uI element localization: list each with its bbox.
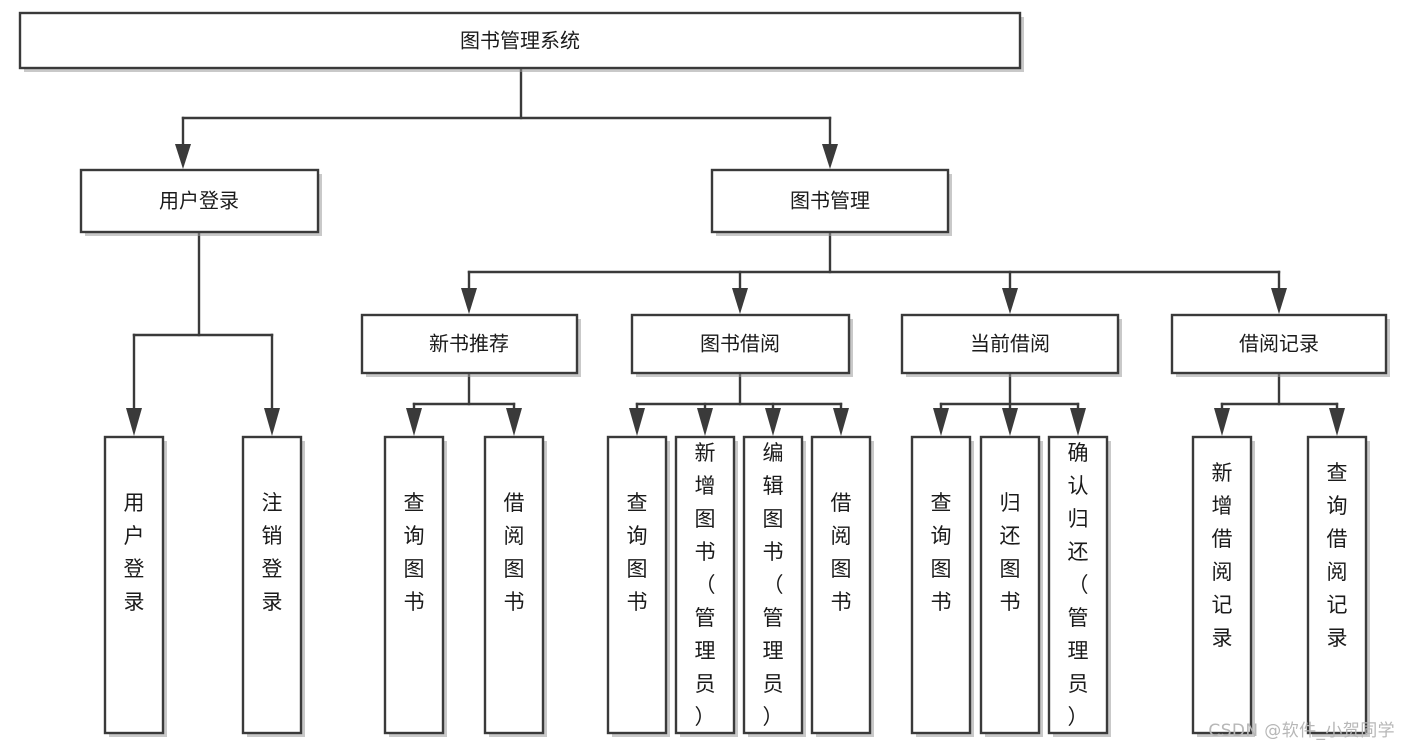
connector-layer <box>126 67 1345 436</box>
node-leaf-query-record[interactable]: 查询借阅记录 <box>1306 435 1370 737</box>
arrow-head-leaf-borrow-book-1 <box>506 408 522 436</box>
node-leaf-query-book-3[interactable]: 查询图书 <box>910 435 974 737</box>
node-leaf-add-record[interactable]: 新增借阅记录 <box>1191 435 1255 737</box>
arrow-head-current-borrow <box>1002 288 1018 314</box>
node-leaf-query-record-label: 查询借阅记录 <box>1327 461 1348 650</box>
node-book-borrow-label: 图书借阅 <box>700 332 780 356</box>
node-borrow-record-rect <box>1170 313 1388 375</box>
node-current-borrow-rect <box>900 313 1120 375</box>
node-leaf-query-book-2[interactable]: 查询图书 <box>606 435 670 737</box>
node-borrow-record[interactable]: 借阅记录 <box>1170 313 1390 377</box>
node-leaf-query-book-3-rect <box>910 435 972 735</box>
arrow-head-leaf-query-book-1 <box>406 408 422 436</box>
node-new-book-recommend-label: 新书推荐 <box>429 332 509 356</box>
node-leaf-add-record-label: 新增借阅记录 <box>1212 461 1233 650</box>
arrow-head-leaf-user-login <box>126 408 142 436</box>
node-root-label: 图书管理系统 <box>460 29 580 53</box>
node-leaf-query-book-2-rect <box>606 435 668 735</box>
arrow-head-leaf-query-record <box>1329 408 1345 436</box>
node-leaf-add-record-rect <box>1191 435 1253 735</box>
node-leaf-return-book[interactable]: 归还图书 <box>979 435 1043 737</box>
node-user-login[interactable]: 用户登录 <box>79 168 322 236</box>
node-leaf-return-book-rect <box>979 435 1041 735</box>
node-new-book-recommend-rect <box>360 313 579 375</box>
node-leaf-borrow-book-1[interactable]: 借阅图书 <box>483 435 547 737</box>
arrow-head-leaf-add-record <box>1214 408 1230 436</box>
node-leaf-query-book-1-label: 查询图书 <box>404 491 425 614</box>
node-leaf-borrow-book-1-label: 借阅图书 <box>504 491 525 614</box>
arrow-head-leaf-query-book-2 <box>629 408 645 436</box>
node-leaf-return-book-label: 归还图书 <box>1000 491 1021 614</box>
node-leaf-add-book[interactable]: 新增图书（管理员） <box>674 435 738 737</box>
node-user-login-label: 用户登录 <box>159 189 239 213</box>
node-new-book-recommend[interactable]: 新书推荐 <box>360 313 581 377</box>
node-book-manage-label: 图书管理 <box>790 189 870 213</box>
node-leaf-query-book-1-rect <box>383 435 445 735</box>
node-leaf-borrow-book-2[interactable]: 借阅图书 <box>810 435 874 737</box>
node-book-manage-rect <box>710 168 950 234</box>
arrow-head-new-book-recommend <box>461 288 477 314</box>
node-leaf-logout-label: 注销登录 <box>262 491 283 614</box>
node-current-borrow-label: 当前借阅 <box>970 332 1050 356</box>
node-leaf-add-book-rect <box>674 435 736 735</box>
node-leaf-borrow-book-2-label: 借阅图书 <box>831 491 852 614</box>
node-leaf-confirm-return-rect <box>1047 435 1109 735</box>
node-book-borrow[interactable]: 图书借阅 <box>630 313 853 377</box>
node-current-borrow[interactable]: 当前借阅 <box>900 313 1122 377</box>
node-root-rect <box>18 11 1022 70</box>
arrow-head-leaf-query-book-3 <box>933 408 949 436</box>
node-leaf-edit-book[interactable]: 编辑图书（管理员） <box>742 435 806 737</box>
node-leaf-edit-book-rect <box>742 435 804 735</box>
node-book-borrow-rect <box>630 313 851 375</box>
csdn-watermark: CSDN @软件_小贺同学 <box>1208 721 1395 741</box>
node-leaf-query-book-2-label: 查询图书 <box>627 491 648 614</box>
arrow-head-borrow-record <box>1271 288 1287 314</box>
node-leaf-borrow-book-1-rect <box>483 435 545 735</box>
arrow-head-leaf-add-book <box>697 408 713 436</box>
node-leaf-confirm-return[interactable]: 确认归还（管理员） <box>1047 435 1111 737</box>
arrow-head-leaf-edit-book <box>765 408 781 436</box>
arrow-head-leaf-return-book <box>1002 408 1018 436</box>
node-leaf-user-login[interactable]: 用户登录 <box>103 435 167 737</box>
node-leaf-add-book-label: 新增图书（管理员） <box>695 441 716 729</box>
node-leaf-user-login-label: 用户登录 <box>124 491 145 614</box>
node-leaf-logout[interactable]: 注销登录 <box>241 435 305 737</box>
node-leaf-logout-rect <box>241 435 303 735</box>
node-leaf-query-record-rect <box>1306 435 1368 735</box>
node-user-login-rect <box>79 168 320 234</box>
node-leaf-edit-book-label: 编辑图书（管理员） <box>763 441 784 729</box>
node-borrow-record-label: 借阅记录 <box>1239 332 1319 356</box>
node-leaf-query-book-3-label: 查询图书 <box>931 491 952 614</box>
node-leaf-query-book-1[interactable]: 查询图书 <box>383 435 447 737</box>
node-book-manage[interactable]: 图书管理 <box>710 168 952 236</box>
arrow-head-user-login <box>175 144 191 169</box>
arrow-head-leaf-borrow-book-2 <box>833 408 849 436</box>
arrow-head-leaf-confirm-return <box>1070 408 1086 436</box>
node-leaf-user-login-rect <box>103 435 165 735</box>
arrow-head-leaf-logout <box>264 408 280 436</box>
node-leaf-confirm-return-label: 确认归还（管理员） <box>1068 441 1089 729</box>
node-root[interactable]: 图书管理系统 <box>18 11 1024 72</box>
arrow-head-book-borrow <box>732 288 748 314</box>
arrow-head-book-manage <box>822 144 838 169</box>
node-leaf-borrow-book-2-rect <box>810 435 872 735</box>
